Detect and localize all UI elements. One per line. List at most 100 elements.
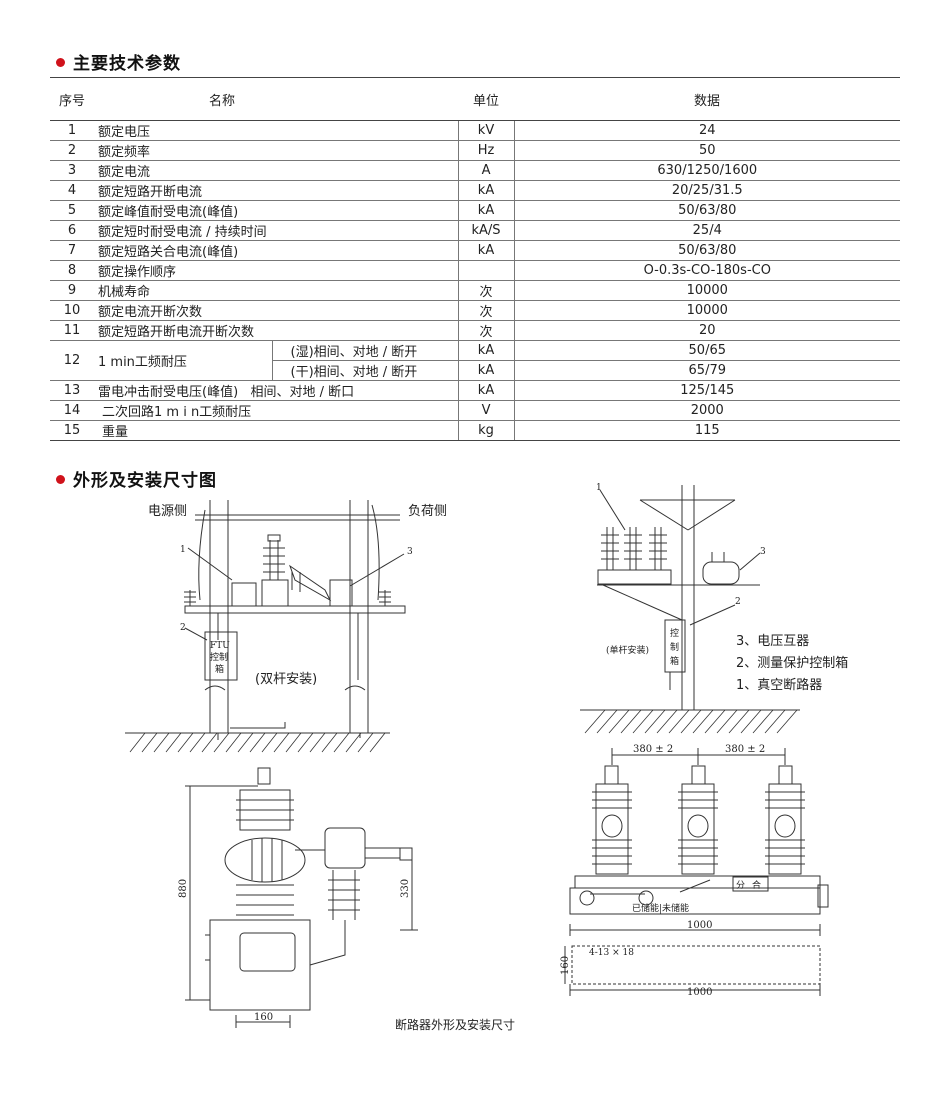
callout-1-single: 1 (596, 483, 602, 493)
cell-name: 额定短路开断电流 (94, 180, 459, 201)
cell-value: 24 (514, 120, 901, 141)
dim-160: 160 (254, 1012, 273, 1023)
dim-380-b: 380 ± 2 (725, 744, 765, 755)
cell-name: 1 min工频耐压 (94, 340, 272, 381)
ftu-label-2: 控制 (210, 651, 228, 663)
cell-subname: (湿)相间、对地 / 断开 (271, 340, 459, 361)
cell-value: 115 (514, 420, 901, 441)
cell-value: 50 (514, 140, 901, 161)
cell-no: 11 (50, 320, 94, 341)
cell-value: 25/4 (514, 220, 901, 241)
cell-name: 额定频率 (94, 140, 459, 161)
cell-unit: kA (457, 340, 515, 361)
legend-item-1: 1、真空断路器 (736, 678, 823, 693)
dim-380-a: 380 ± 2 (633, 744, 673, 755)
load-side-label: 负荷侧 (408, 504, 447, 519)
cell-unit: 次 (457, 300, 515, 321)
ctrl-box-label-3: 箱 (670, 655, 679, 667)
ctrl-box-label-1: 控 (670, 627, 679, 639)
cell-value: O-0.3s-CO-180s-CO (514, 260, 901, 281)
legend-item-3: 3、电压互器 (736, 634, 810, 649)
header-unit: 单位 (458, 77, 515, 121)
cell-value: 10000 (514, 280, 901, 301)
header-name: 名称 (94, 77, 459, 121)
cell-no: 9 (50, 280, 94, 301)
cell-subname: (干)相间、对地 / 断开 (271, 360, 459, 381)
cell-unit: kg (457, 420, 515, 441)
cell-unit: Hz (457, 140, 515, 161)
cell-no: 3 (50, 160, 94, 181)
cell-unit: kA (457, 240, 515, 261)
cell-name: 额定短路开断电流开断次数 (94, 320, 459, 341)
cell-no: 7 (50, 240, 94, 261)
front-view-drawing (564, 748, 829, 996)
table-row: (干)相间、对地 / 断开 kA 65/79 (50, 360, 901, 381)
cell-no: 2 (50, 140, 94, 161)
cell-value: 50/65 (514, 340, 901, 361)
cell-unit: 次 (457, 320, 515, 341)
ctrl-box-label-2: 制 (670, 641, 679, 653)
cell-value: 20/25/31.5 (514, 180, 901, 201)
switch-on-label: 合 (752, 879, 761, 891)
callout-3-single: 3 (760, 547, 766, 557)
cell-unit: kA/S (457, 220, 515, 241)
side-view-drawing (185, 767, 418, 1028)
table-header-row: 序号 名称 单位 数据 (50, 77, 901, 121)
cell-name: 机械寿命 (94, 280, 459, 301)
cell-no: 4 (50, 180, 94, 201)
cell-unit: A (457, 160, 515, 181)
single-pole-drawing (580, 485, 800, 734)
cell-value: 65/79 (514, 360, 901, 381)
cell-value: 630/1250/1600 (514, 160, 901, 181)
dim-160-b: 160 (560, 956, 571, 975)
cell-no: 12 (50, 340, 94, 381)
cell-name: 雷电冲击耐受电压(峰值) 相间、对地 / 断口 (94, 380, 459, 401)
cell-no: 1 (50, 120, 94, 141)
section-title-dimensions: 外形及安装尺寸图 (56, 466, 217, 491)
cell-no: 13 (50, 380, 94, 401)
cell-unit: kV (457, 120, 515, 141)
energy-label: 已储能|未储能 (632, 902, 689, 914)
cell-name: 重量 (94, 420, 459, 441)
holes-label: 4-13 × 18 (589, 948, 634, 958)
cell-no: 6 (50, 220, 94, 241)
single-pole-label: (单杆安装) (606, 644, 649, 656)
double-pole-drawing (125, 500, 406, 753)
double-pole-label: (双杆安装) (255, 672, 317, 687)
switch-off-label: 分 (736, 880, 745, 891)
dim-880: 880 (178, 879, 189, 898)
cell-value: 50/63/80 (514, 200, 901, 221)
table-row: 12 1 min工频耐压 (湿)相间、对地 / 断开 kA 50/65 (50, 340, 901, 381)
callout-2: 2 (180, 623, 186, 633)
cell-value: 2000 (514, 400, 901, 421)
section-title-specs: 主要技术参数 (56, 49, 181, 74)
cell-unit: kA (457, 200, 515, 221)
callout-2-single: 2 (735, 597, 741, 607)
cell-no: 5 (50, 200, 94, 221)
dim-330: 330 (400, 879, 411, 898)
cell-unit: kA (457, 360, 515, 381)
ftu-label: FTU (210, 641, 230, 651)
legend-item-2: 2、测量保护控制箱 (736, 656, 849, 671)
cell-value: 10000 (514, 300, 901, 321)
cell-name: 额定峰值耐受电流(峰值) (94, 200, 459, 221)
bullet-icon (56, 474, 65, 484)
dim-1000-a: 1000 (687, 920, 712, 931)
ftu-label-3: 箱 (215, 663, 224, 675)
bullet-icon (56, 57, 65, 67)
cell-no: 15 (50, 420, 94, 441)
cell-value: 20 (514, 320, 901, 341)
cell-value: 125/145 (514, 380, 901, 401)
cell-name: 额定短路关合电流(峰值) (94, 240, 459, 261)
